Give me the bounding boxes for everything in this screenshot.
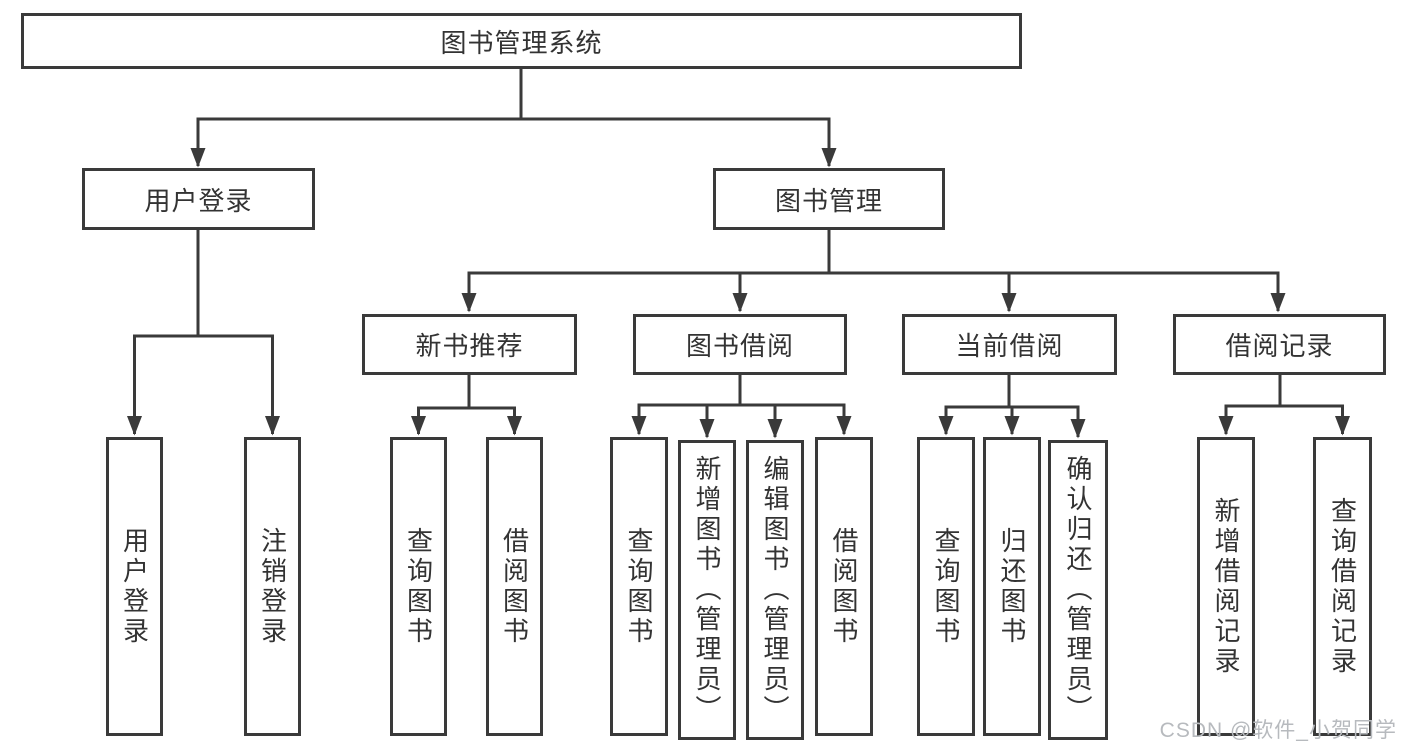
node-query-books-current: 查询图书 [917, 437, 975, 736]
node-user-login-action: 用户登录 [106, 437, 163, 736]
node-borrowing-records: 借阅记录 [1173, 314, 1386, 375]
node-new-book-recommend: 新书推荐 [362, 314, 577, 375]
node-borrow-books-borrowing: 借阅图书 [815, 437, 873, 736]
node-confirm-return-admin: 确认归还（管理员） [1048, 440, 1108, 740]
node-book-borrowing: 图书借阅 [633, 314, 847, 375]
node-user-login: 用户登录 [82, 168, 315, 230]
node-logout: 注销登录 [244, 437, 301, 736]
node-query-books-borrowing: 查询图书 [610, 437, 668, 736]
node-book-management: 图书管理 [713, 168, 945, 230]
node-query-borrow-record: 查询借阅记录 [1313, 437, 1372, 736]
node-query-books-recommend: 查询图书 [390, 437, 447, 736]
node-current-borrowing: 当前借阅 [902, 314, 1117, 375]
node-library-management-system: 图书管理系统 [21, 13, 1022, 69]
node-add-borrow-record: 新增借阅记录 [1197, 437, 1255, 736]
node-add-books-admin: 新增图书（管理员） [678, 440, 736, 740]
node-borrow-books-recommend: 借阅图书 [486, 437, 543, 736]
node-edit-books-admin: 编辑图书（管理员） [746, 440, 804, 740]
node-return-books: 归还图书 [983, 437, 1041, 736]
